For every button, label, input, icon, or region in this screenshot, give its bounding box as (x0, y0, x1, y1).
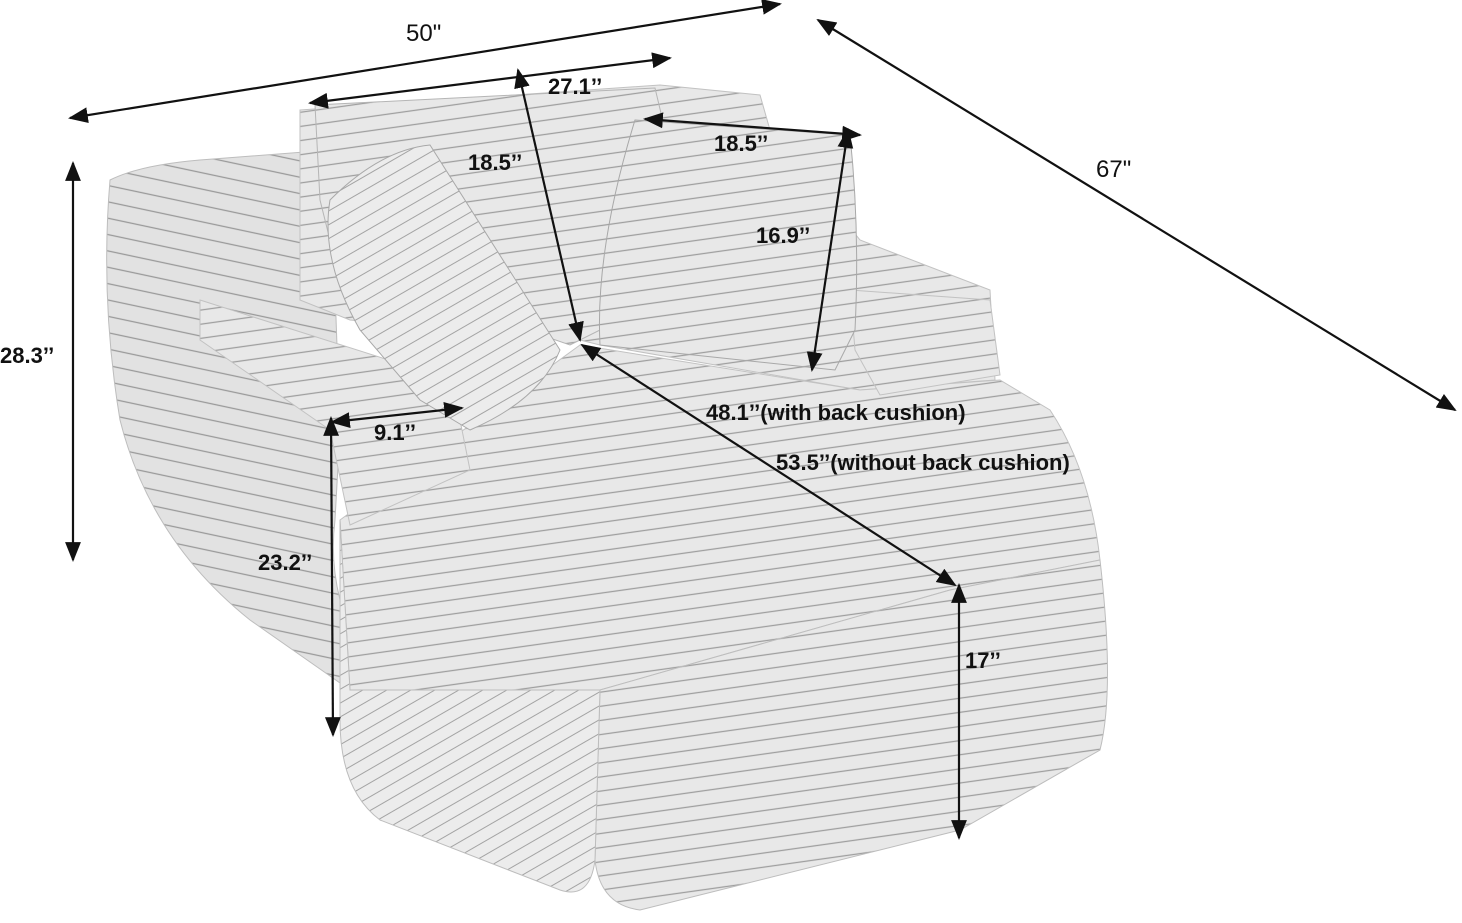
arm-width-line (330, 402, 464, 428)
arm-height-label: 23.2’’ (258, 550, 313, 575)
back-cushion-width-line (308, 52, 672, 109)
arm-height-line (323, 416, 341, 737)
back-cushion-width-label: 27.1’’ (548, 74, 603, 99)
overall-width-label: 50" (406, 20, 442, 47)
overall-depth-label: 67" (1096, 156, 1132, 183)
overall-height-label: 28.3’’ (0, 343, 55, 368)
back-cushion-height-label: 18.5’’ (468, 150, 523, 175)
seat-height-label: 17’’ (965, 648, 1001, 673)
seat-depth-with-cushion-label: 48.1’’(with back cushion) (706, 400, 966, 425)
seat-left-face (339, 519, 601, 893)
pillow-height-line (806, 128, 854, 372)
dimension-lines (65, 0, 1457, 840)
pillow-height-label: 16.9’’ (756, 223, 811, 248)
overall-depth-line (816, 18, 1457, 412)
arm-width-label: 9.1’’ (374, 420, 416, 445)
left-pillow (327, 144, 561, 431)
right-arm-pad (849, 289, 1001, 396)
seat-front-face (594, 559, 1108, 911)
left-side-panel (106, 149, 351, 692)
seat-depth-without-cushion-label: 53.5’’(without back cushion) (776, 450, 1070, 475)
seat-depth-line (580, 343, 957, 587)
pillow-width-label: 18.5’’ (714, 131, 769, 156)
back-cushion-height-line (514, 68, 584, 342)
